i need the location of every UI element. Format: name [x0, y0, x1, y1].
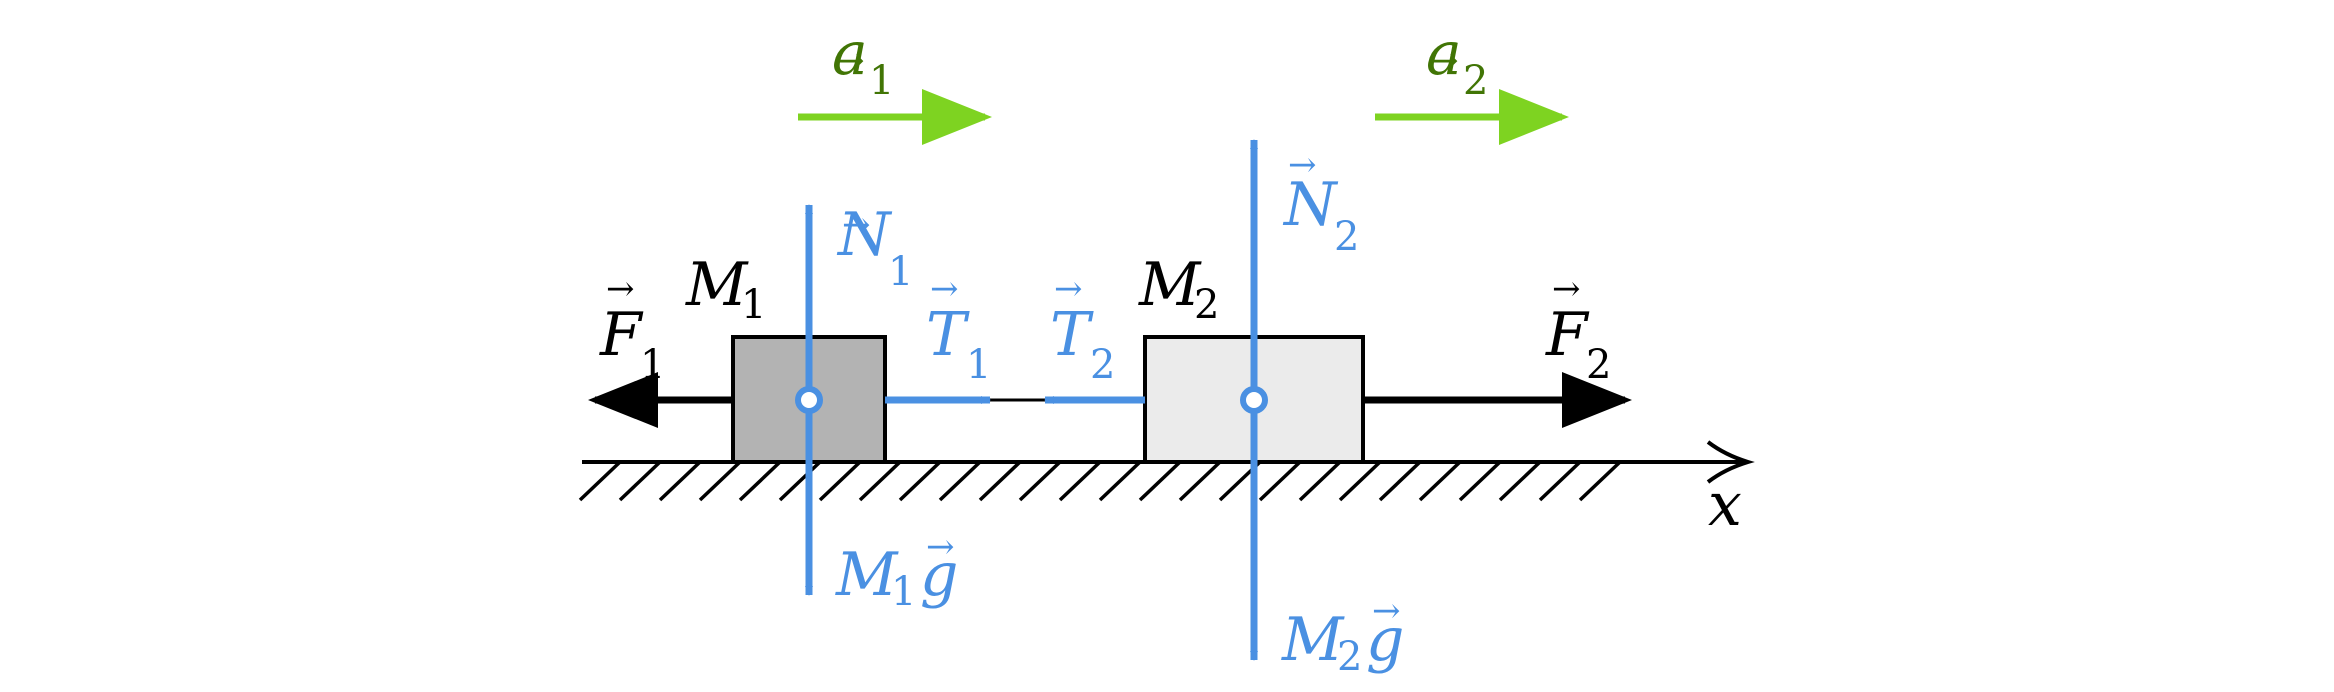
- hatch-line: [1138, 460, 1182, 502]
- svg-text:→: →: [836, 41, 865, 81]
- center-of-mass-m1: [795, 386, 823, 414]
- hatch-line: [1458, 460, 1502, 502]
- svg-text:2: 2: [1334, 214, 1359, 260]
- label-m1: M 1: [685, 250, 766, 328]
- hatch-line: [898, 460, 942, 502]
- svg-text:2: 2: [1463, 58, 1488, 104]
- svg-text:→: →: [1054, 269, 1083, 309]
- svg-text:1: 1: [869, 58, 894, 104]
- hatch-line: [1178, 460, 1222, 502]
- svg-text:→: →: [842, 205, 871, 245]
- label-m2g: M 2 → g: [1281, 591, 1404, 680]
- svg-text:N: N: [836, 200, 893, 270]
- hatch-line: [1098, 460, 1142, 502]
- hatch-line: [978, 460, 1022, 502]
- ground-surface: [578, 460, 1742, 502]
- svg-text:T: T: [926, 300, 970, 370]
- label-a1: → a 1: [832, 19, 894, 104]
- label-a2: → a 2: [1426, 19, 1488, 104]
- svg-text:a: a: [1426, 19, 1462, 89]
- svg-text:→: →: [1288, 145, 1317, 185]
- svg-text:a: a: [832, 19, 868, 89]
- label-m2: M 2: [1138, 250, 1219, 328]
- hatch-line: [778, 460, 822, 502]
- svg-text:g: g: [920, 540, 958, 610]
- svg-text:1: 1: [888, 249, 913, 295]
- svg-text:2: 2: [1586, 342, 1611, 388]
- label-n1: → N 1: [836, 200, 913, 295]
- svg-text:M: M: [685, 250, 749, 320]
- hatch-line: [1418, 460, 1462, 502]
- svg-text:1: 1: [966, 342, 991, 388]
- svg-text:1: 1: [640, 342, 665, 388]
- hatch-line: [1538, 460, 1582, 502]
- hatch-line: [578, 460, 622, 502]
- x-axis-arrow: [1706, 440, 1755, 484]
- hatch-line: [858, 460, 902, 502]
- svg-text:T: T: [1050, 300, 1094, 370]
- svg-text:1: 1: [741, 282, 766, 328]
- svg-text:1: 1: [891, 569, 916, 615]
- label-f1: → F 1: [599, 269, 665, 388]
- svg-text:→: →: [926, 527, 955, 567]
- hatch-line: [658, 460, 702, 502]
- x-axis-label: x: [1708, 470, 1742, 540]
- hatch-line: [738, 460, 782, 502]
- hatch-line: [1258, 460, 1302, 502]
- hatch-line: [1298, 460, 1342, 502]
- hatch-line: [1578, 460, 1622, 502]
- hatch-line: [1058, 460, 1102, 502]
- label-n2: → N 2: [1282, 145, 1359, 260]
- svg-text:M: M: [1281, 605, 1345, 675]
- hatch-line: [1498, 460, 1542, 502]
- hatch-line: [618, 460, 662, 502]
- svg-text:g: g: [1366, 605, 1404, 675]
- label-t2: → T 2: [1050, 269, 1115, 388]
- hatch-line: [1378, 460, 1422, 502]
- svg-text:→: →: [1430, 41, 1459, 81]
- svg-text:→: →: [1372, 591, 1401, 631]
- svg-text:→: →: [1552, 269, 1581, 309]
- hatch-line: [698, 460, 742, 502]
- hatch-line: [938, 460, 982, 502]
- hatch-line: [1338, 460, 1382, 502]
- svg-text:M: M: [835, 540, 899, 610]
- label-f2: → F 2: [1545, 269, 1611, 388]
- svg-text:M: M: [1138, 250, 1202, 320]
- center-of-mass-m2: [1240, 386, 1268, 414]
- svg-text:→: →: [930, 269, 959, 309]
- svg-text:F: F: [1545, 300, 1590, 370]
- svg-text:F: F: [599, 300, 644, 370]
- svg-text:2: 2: [1337, 634, 1362, 680]
- label-m1g: M 1 → g: [835, 527, 958, 615]
- svg-text:2: 2: [1090, 342, 1115, 388]
- svg-text:→: →: [606, 269, 635, 309]
- label-t1: → T 1: [926, 269, 991, 388]
- hatch-line: [818, 460, 862, 502]
- hatch-line: [1018, 460, 1062, 502]
- svg-text:2: 2: [1194, 282, 1219, 328]
- svg-text:N: N: [1282, 170, 1339, 240]
